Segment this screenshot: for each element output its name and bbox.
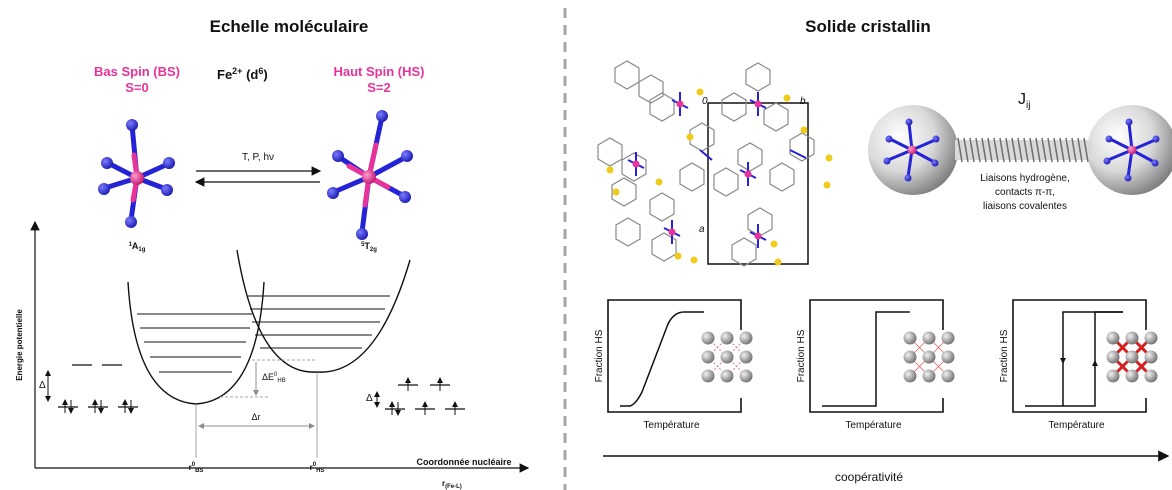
plot-x-label: Température (643, 420, 700, 431)
hs-potential-well (236, 249, 411, 373)
hs-spin-value: S=2 (367, 80, 391, 95)
plot-frame (607, 299, 742, 413)
delta-e-label: ΔE0HB (262, 372, 286, 384)
fe-ion-charge: 2+ (232, 66, 242, 76)
cooperativity-label: coopérativité (835, 470, 903, 484)
transition-curve (620, 311, 704, 407)
cooling-branch (1062, 311, 1123, 406)
fe-ion-symbol: Fe (217, 67, 232, 82)
sphere-lattice-icon (903, 331, 955, 383)
plot-frame (1012, 299, 1147, 413)
hs-delta-symbol: Δ (366, 393, 373, 404)
cell-b-label: b (800, 96, 806, 107)
spring-coil (955, 137, 1092, 163)
plot-x-label: Température (1048, 420, 1105, 431)
stimulus-label: T, P, hν (242, 152, 274, 163)
y-axis-label: Energie potentielle (15, 309, 24, 381)
bs-potential-well (127, 281, 265, 405)
fe-d-electrons: 6 (258, 66, 263, 76)
term-hs-label: 5T2g (361, 241, 377, 253)
x-axis-subscript: r(Fe-L) (442, 479, 462, 490)
bs-spin-value: S=0 (125, 80, 149, 95)
fe-d-close: ) (263, 67, 267, 82)
fe-d-open: (d (246, 67, 258, 82)
interactions-line-3: liaisons covalentes (983, 201, 1067, 212)
hs-molecule-icon (327, 110, 413, 240)
bs-orbital-diagram: Δ (39, 364, 138, 414)
hs-label: Haut Spin (HS) (334, 64, 425, 79)
up-arrow-icon (1092, 360, 1098, 366)
hs-orbital-diagram: Δ (366, 377, 465, 416)
transition-plot-gradual: Fraction HS Température (594, 299, 753, 431)
bs-molecule-icon (98, 119, 175, 228)
transition-curve (822, 311, 910, 407)
bs-vibrational-levels (137, 313, 252, 373)
plot-x-label: Température (845, 420, 902, 431)
cell-a-label: a (699, 224, 705, 235)
bs-delta-symbol: Δ (39, 380, 46, 391)
crystal-packing-image: 0 b a (597, 60, 833, 267)
term-bs-label: 1A1g (129, 241, 146, 253)
plot-frame (809, 299, 944, 413)
right-panel-title: Solide cristallin (805, 17, 931, 36)
interactions-line-2: contacts π-π, (995, 187, 1055, 198)
r0-hs-label: r0HS (310, 462, 325, 474)
coupling-label: Jij (1018, 91, 1030, 111)
bs-label: Bas Spin (BS) (94, 64, 180, 79)
sphere-spring-model: Jij Liaisons hydrogène, contacts π-π, li… (868, 91, 1172, 212)
delta-r-label: Δr (251, 412, 260, 422)
sphere-molecule-right-icon (1103, 118, 1160, 182)
left-panel-title: Echelle moléculaire (210, 17, 369, 36)
fe-ion-label: Fe2+ (d6) (217, 66, 268, 82)
plot-y-label: Fraction HS (594, 329, 605, 382)
sphere-lattice-icon (1106, 331, 1158, 383)
interactions-line-1: Liaisons hydrogène, (980, 173, 1070, 184)
svg-text:Fe2+ (d6): Fe2+ (d6) (217, 66, 268, 82)
r0-bs-label: r0BS (189, 462, 204, 474)
transition-plots: Fraction HS Température Fraction HS Tempéra… (594, 299, 1158, 431)
sphere-lattice-icon (701, 331, 753, 383)
plot-y-label: Fraction HS (999, 329, 1010, 382)
transition-plot-abrupt: Fraction HS Température (796, 299, 955, 431)
x-axis-label: Coordonnée nucléaire (416, 457, 511, 467)
transition-plot-hysteresis: Fraction HS Température (999, 299, 1158, 431)
hs-vibrational-levels (248, 295, 390, 349)
down-arrow-icon (1060, 358, 1066, 364)
cell-origin-label: 0 (702, 96, 708, 107)
plot-y-label: Fraction HS (796, 329, 807, 382)
sphere-molecule-left-icon (883, 118, 940, 182)
